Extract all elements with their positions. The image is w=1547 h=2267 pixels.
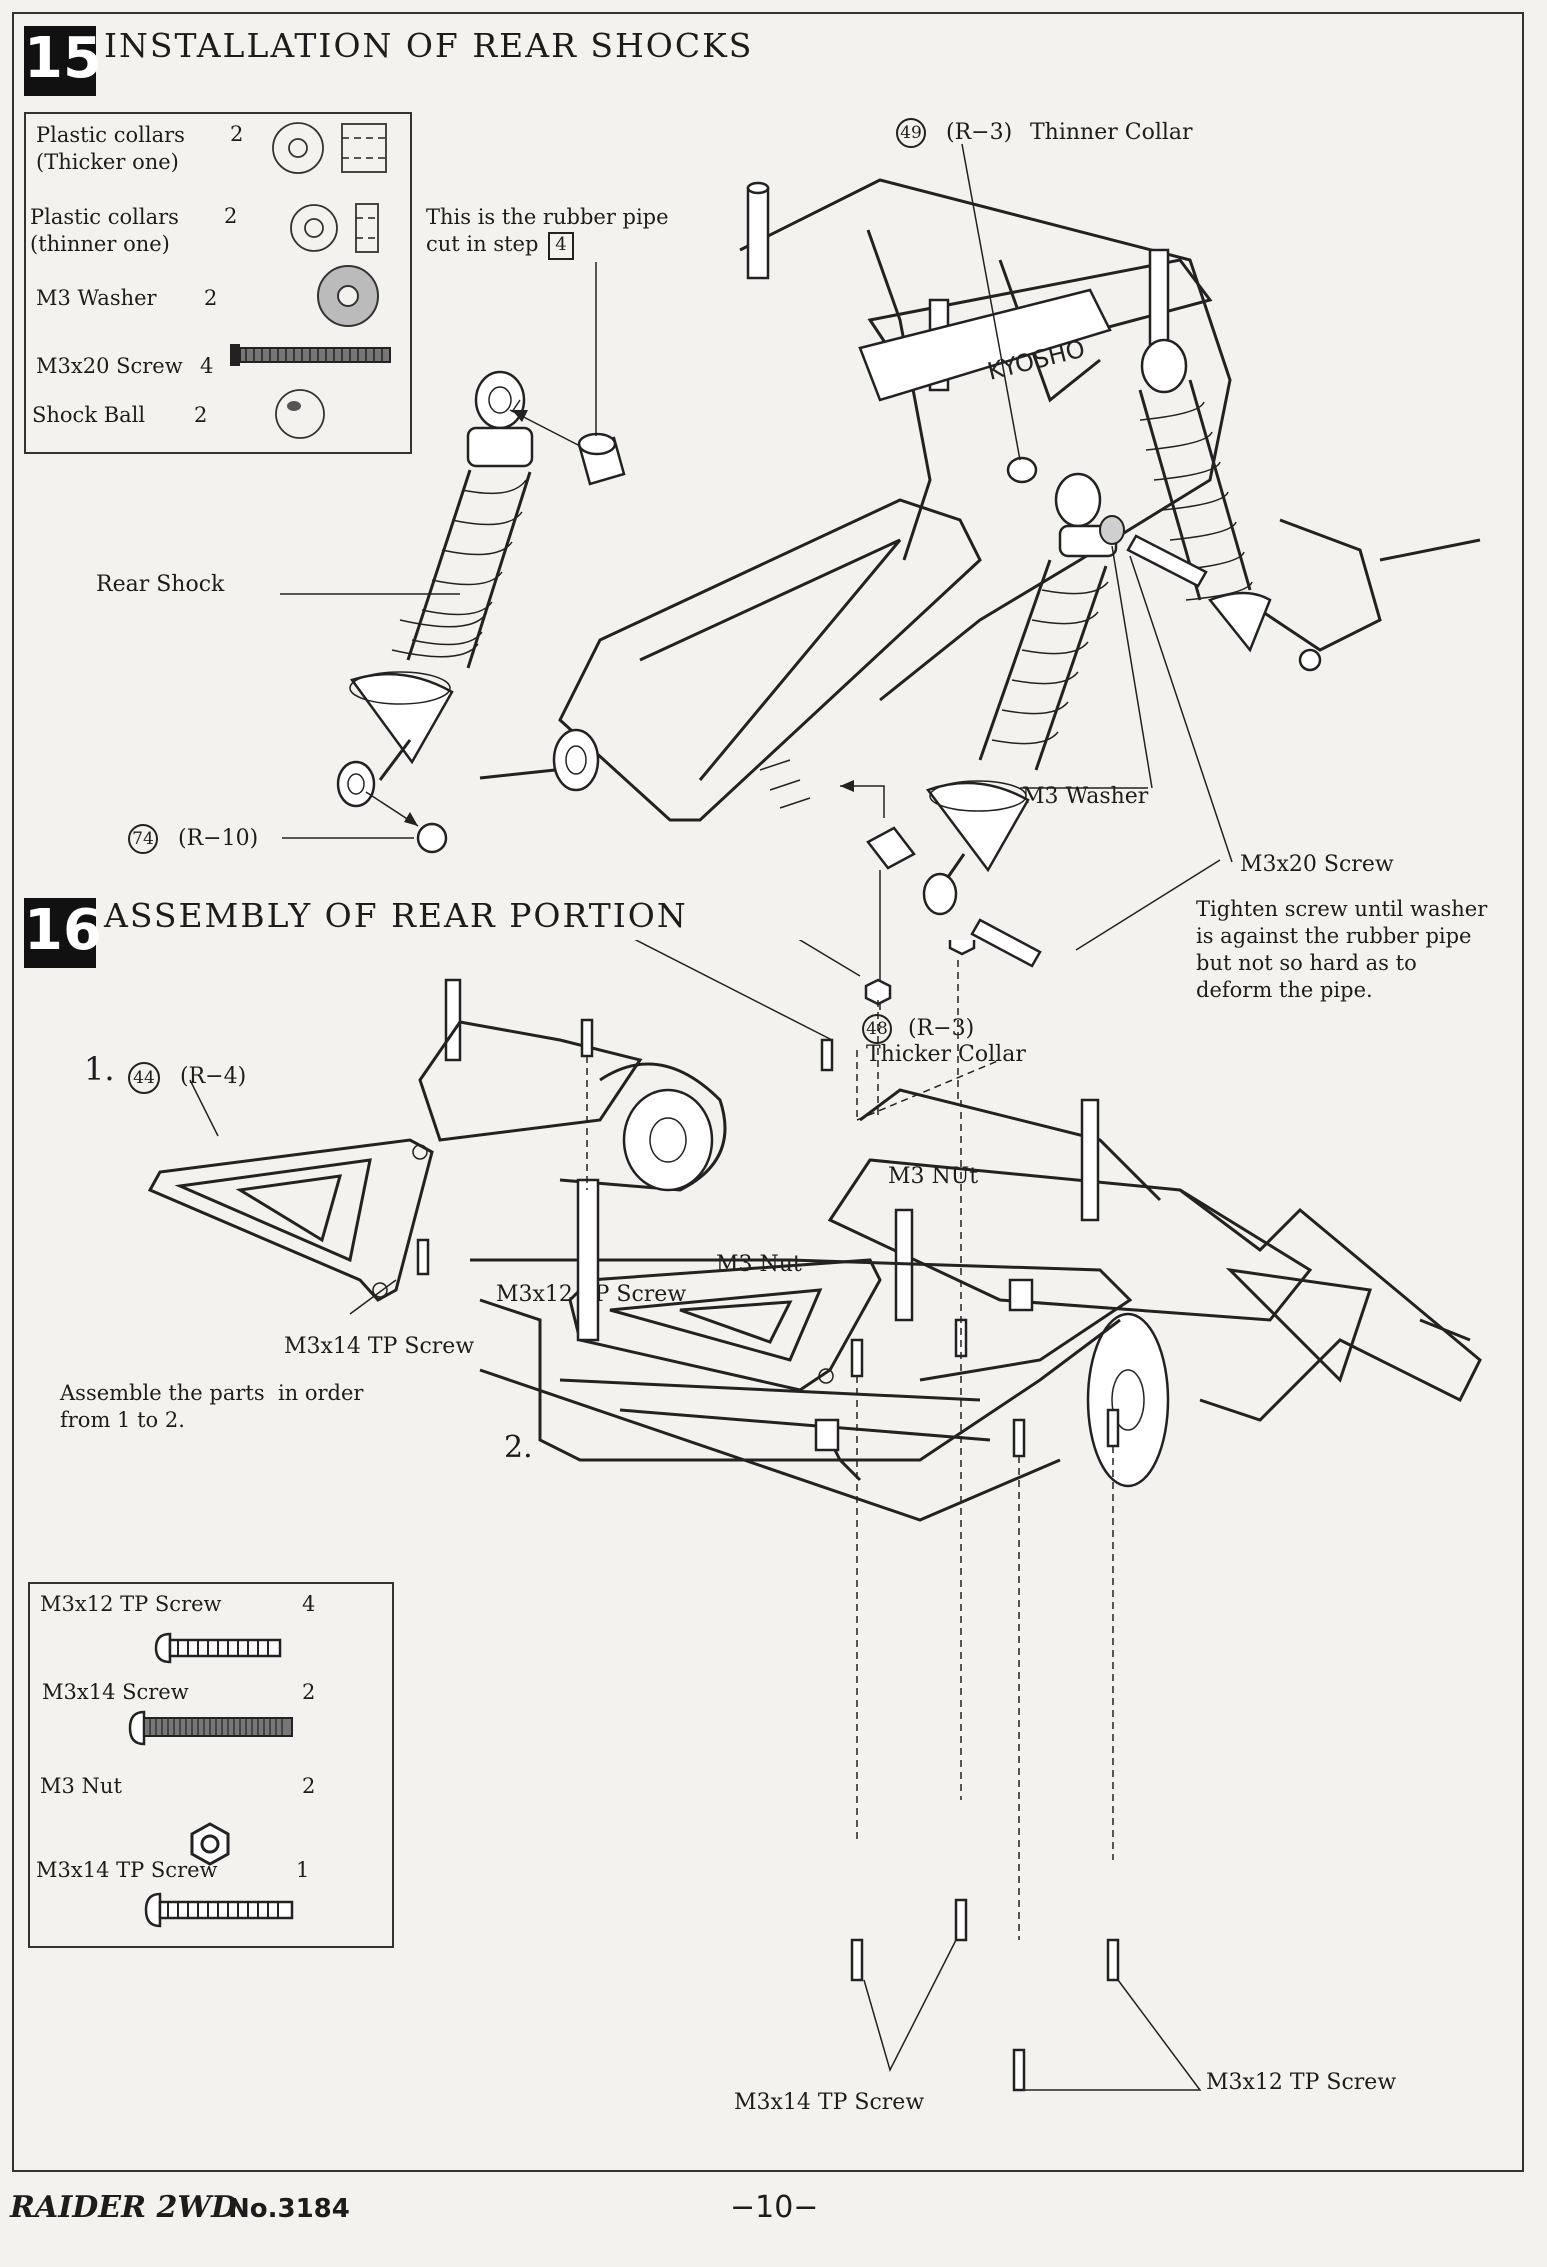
footer-model-name: RAIDER 2WD — [10, 2190, 238, 2225]
part-m3x20-screw-qty: 4 — [200, 354, 214, 378]
part-m3-nut-qty: 2 — [302, 1774, 316, 1798]
step-15-number: 15 — [24, 26, 102, 96]
part-thin-collar-name: Plastic collars (thinner one) — [30, 205, 179, 256]
m3x12-screw-drawing-3 — [1106, 1408, 1120, 1448]
step-15-parts-drawings — [230, 122, 391, 439]
thicker-collar-drawing — [866, 826, 916, 870]
part-shock-ball-qty: 2 — [194, 403, 208, 427]
m3x14-tp-screw-label-2: M3x14 TP Screw — [734, 2090, 925, 2115]
thick-collar-icon — [272, 122, 387, 174]
step-16-parts-drawings — [128, 1632, 294, 1928]
assembly-order-note: Assemble the parts in order from 1 to 2. — [60, 1381, 364, 1432]
part-m3x14-tp-screw-qty: 1 — [296, 1858, 310, 1882]
washer-icon — [317, 265, 379, 327]
shock-ball-ref: (R−10) — [178, 826, 259, 851]
part-m3x14-tp-screw-name: M3x14 TP Screw — [36, 1858, 218, 1882]
substep-1-label: 1. — [84, 1050, 115, 1088]
m3x14-screw-drawing-1 — [850, 1338, 864, 1378]
m3x12-tp-screw-label-2: M3x12 TP Screw — [1206, 2070, 1397, 2095]
part-thin-collar-qty: 2 — [224, 204, 238, 228]
thin-collar-part-number: 49 — [896, 118, 926, 148]
shock-ball-icon — [275, 389, 325, 439]
m3x12-screw-drawing-4 — [1012, 1418, 1026, 1458]
step-15-illustration: KYOSHO — [280, 143, 1481, 1010]
part-m3x14-screw-name: M3x14 Screw — [42, 1680, 189, 1704]
thick-collar-ref: (R−3) — [908, 1016, 975, 1041]
step-15-title: INSTALLATION OF REAR SHOCKS — [104, 26, 754, 65]
part-m3-washer-name: M3 Washer — [36, 286, 157, 310]
step-16-title: ASSEMBLY OF REAR PORTION — [104, 896, 688, 935]
m3x20-screw-lower — [970, 918, 1042, 968]
thin-collar-label: Thinner Collar — [1030, 120, 1193, 145]
rubber-pipe-step-ref: 4 — [548, 232, 574, 260]
thick-collar-part-number: 48 — [862, 1014, 892, 1044]
m3x20-screw-upper — [1126, 534, 1208, 588]
rear-brace-drawing-2 — [568, 1258, 882, 1392]
part-m3-nut-name: M3 Nut — [40, 1774, 122, 1798]
step-16-parts-box — [28, 1582, 394, 1948]
m3x12-screw-drawing-2 — [820, 1038, 834, 1072]
motor-mount-drawing — [418, 978, 727, 1192]
part-m3x12-tp-screw-qty: 4 — [302, 1592, 316, 1616]
part-shock-ball-name: Shock Ball — [32, 403, 146, 427]
rubber-pipe-drawing — [577, 432, 626, 486]
thinner-collar-drawing — [1006, 456, 1038, 484]
tighten-screw-note: Tighten screw until washer is against th… — [1196, 897, 1488, 1002]
step-15-parts-box — [24, 112, 412, 454]
rear-shock-label: Rear Shock — [96, 572, 225, 597]
part-thick-collar-qty: 2 — [230, 122, 244, 146]
m3-nut-icon — [190, 1822, 230, 1866]
m3x20-screw-icon — [230, 344, 391, 366]
part-m3x14-screw-qty: 2 — [302, 1680, 316, 1704]
shock-ball-drawing — [416, 822, 448, 854]
thick-collar-label: Thicker Collar — [866, 1042, 1026, 1067]
footer-model-number: No.3184 — [228, 2194, 350, 2224]
m3x12-screw-drawing-1 — [580, 1018, 594, 1058]
page-frame — [12, 12, 1524, 2172]
footer-page-number: −10− — [730, 2190, 819, 2225]
rear-brace-ref: (R−4) — [180, 1064, 247, 1089]
shock-ball-part-number: 74 — [128, 824, 158, 854]
part-m3x20-screw-name: M3x20 Screw — [36, 354, 183, 378]
part-m3x12-tp-screw-name: M3x12 TP Screw — [40, 1592, 222, 1616]
rear-brace-drawing — [147, 1079, 434, 1302]
thin-collar-icon — [290, 203, 379, 253]
step-16-number: 16 — [24, 898, 102, 968]
chassis-drawing: KYOSHO — [479, 178, 1481, 822]
center-rear-shock-drawing — [922, 472, 1118, 916]
lower-chassis-drawing — [470, 1178, 1133, 1522]
substep-2-label: 2. — [504, 1430, 533, 1465]
washer-drawing — [1099, 515, 1125, 545]
m3x14-tp-screw-icon — [144, 1892, 294, 1928]
step-16-illustration — [147, 940, 1482, 2092]
m3x12-tp-screw-icon — [154, 1632, 282, 1664]
m3x14-screw-drawing-2 — [954, 1318, 968, 1358]
rubber-pipe-note: This is the rubber pipe cut in step — [426, 205, 669, 256]
rear-brace-part-number: 44 — [128, 1062, 160, 1094]
thin-collar-ref: (R−3) — [946, 120, 1013, 145]
left-rear-shock-drawing — [336, 370, 534, 808]
part-m3-washer-qty: 2 — [204, 286, 218, 310]
m3x20-screw-label: M3x20 Screw — [1240, 852, 1394, 877]
m3x14-screw-icon — [128, 1710, 293, 1746]
part-thick-collar-name: Plastic collars (Thicker one) — [36, 123, 185, 174]
m3x14-tp-screw-label-1: M3x14 TP Screw — [284, 1334, 475, 1359]
rear-assembly-drawing — [827, 940, 1482, 1488]
right-rear-shock-drawing — [1138, 338, 1272, 653]
